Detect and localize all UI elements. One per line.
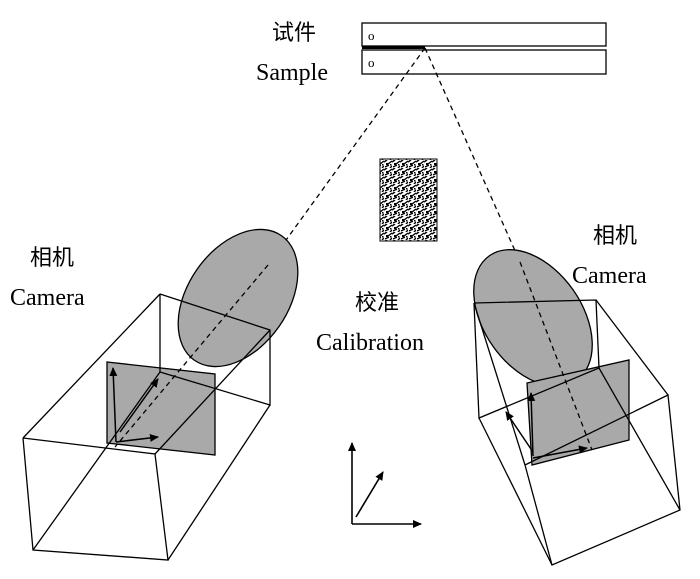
right-camera-label-cn: 相机	[593, 224, 637, 249]
sample-label-en: Sample	[256, 60, 328, 86]
sample-mark-bottom: o	[368, 55, 375, 70]
left-camera-label-en: Camera	[10, 285, 85, 311]
sample-specimen: o o	[361, 22, 607, 75]
right-camera-label-en: Camera	[572, 263, 647, 289]
line-of-sight-right	[424, 47, 521, 263]
left-camera	[22, 228, 299, 561]
right-camera-axes	[505, 392, 588, 459]
right-camera-body	[473, 299, 681, 566]
calibration-target	[379, 158, 438, 242]
calibration-label-cn: 校准	[355, 291, 399, 316]
left-camera-body	[22, 293, 271, 561]
right-camera	[473, 249, 681, 566]
right-optical-axis	[519, 261, 593, 451]
left-camera-lens	[177, 228, 299, 368]
sample-mark-top: o	[368, 28, 375, 43]
right-camera-sensor	[526, 359, 630, 466]
left-camera-label-cn: 相机	[30, 246, 74, 271]
left-optical-axis	[114, 264, 269, 448]
sample-label-cn: 试件	[272, 21, 316, 46]
world-coordinate-axes	[348, 442, 422, 528]
left-camera-axes	[109, 367, 159, 443]
calibration-label-en: Calibration	[316, 330, 424, 356]
